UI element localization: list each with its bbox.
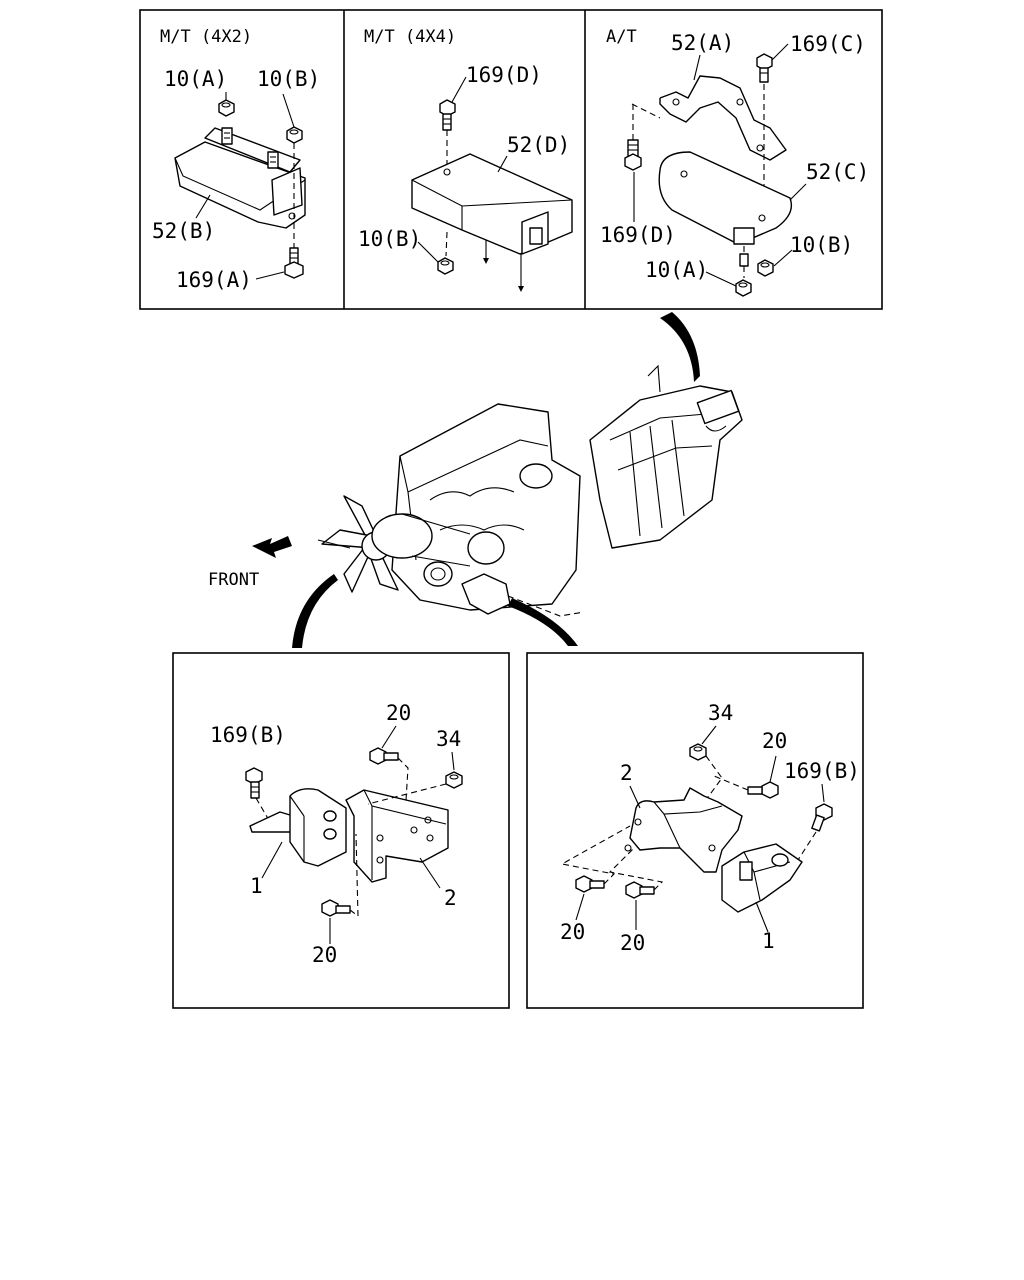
bolt-20-top-right [747,781,779,799]
nut-34-right [689,743,707,761]
label-bolt-169d: 169(D) [466,63,542,87]
label-nut-10a-at: 10(A) [645,258,708,282]
label-nut-10b-at: 10(B) [790,233,853,257]
bolt-169d-4x4 [439,99,456,131]
panel-mt-4x2: M/T (4X2) 10(A) 10(B) 52(B) 169(A) [152,27,320,292]
nut-10b [286,126,303,144]
bolt-169a [284,247,304,279]
label-bolt-169b-left: 169(B) [210,723,286,747]
bracket-2-left [345,789,449,883]
nut-34-left [445,771,463,789]
nut-10b-4x4 [437,257,454,275]
panel-header-mt-4x2: M/T (4X2) [160,27,252,47]
mount-52c [658,151,793,245]
nut-10a [218,99,235,117]
bolt-20-left-right [575,875,605,893]
label-bolt-169c: 169(C) [790,32,866,56]
label-mount-52d: 52(D) [507,133,570,157]
bolt-169d-at [624,139,642,171]
insulator-1-right [721,843,803,913]
label-insulator-1-right: 1 [762,929,775,953]
label-bracket-2-right: 2 [620,761,633,785]
label-nut-10b-4x4: 10(B) [358,227,421,251]
label-bolt-20-top-left: 20 [386,701,411,725]
label-bolt-169a: 169(A) [176,268,252,292]
label-mount-52c: 52(C) [806,160,869,184]
bolt-169b-left [245,767,263,799]
label-nut-10b: 10(B) [257,67,320,91]
mount-52d [411,153,573,292]
insulator-1-left [249,788,347,867]
panel-header-mt-4x4: M/T (4X4) [364,27,456,47]
panel-at: A/T 52(A) 169(C) 52(C) 169(D) 10(B) 10(A… [600,27,869,297]
front-arrow-icon [252,536,292,558]
label-mount-52b: 52(B) [152,219,215,243]
panel-left-engine-mount: 169(B) 20 34 1 2 20 [172,652,510,1009]
label-insulator-1-left: 1 [250,874,263,898]
label-bolt-169b-right: 169(B) [784,759,860,783]
front-label: FRONT [208,570,259,590]
bracket-52a [659,75,787,161]
bracket-2-right [624,787,743,873]
panel-right-engine-mount: 34 20 169(B) 2 20 20 1 [526,652,864,1009]
bolt-20-bottom-left [321,899,351,917]
bolt-169c [756,53,773,83]
panel-mt-4x4: M/T (4X4) 169(D) 52(D) 10(B) [358,27,573,292]
label-bolt-20-top-right: 20 [762,729,787,753]
engine-transmission-illustration: FRONT [208,312,743,648]
bolt-169b-right [811,803,833,832]
nut-10a-at [735,279,752,297]
label-bolt-20-bottom-left: 20 [312,943,337,967]
cooling-fan [321,495,399,593]
label-nut-34-left: 34 [436,727,461,751]
panel-header-at: A/T [606,27,637,47]
label-bolt-20-left-right: 20 [560,920,585,944]
label-bracket-52a: 52(A) [671,31,734,55]
label-nut-10a: 10(A) [164,67,227,91]
label-bolt-169d-at: 169(D) [600,223,676,247]
label-bracket-2-left: 2 [444,886,457,910]
bolt-20-top-left [369,747,399,765]
nut-10b-at [757,259,774,277]
bolt-20-mid-right [625,881,655,899]
label-nut-34-right: 34 [708,701,733,725]
label-bolt-20-mid-right: 20 [620,931,645,955]
